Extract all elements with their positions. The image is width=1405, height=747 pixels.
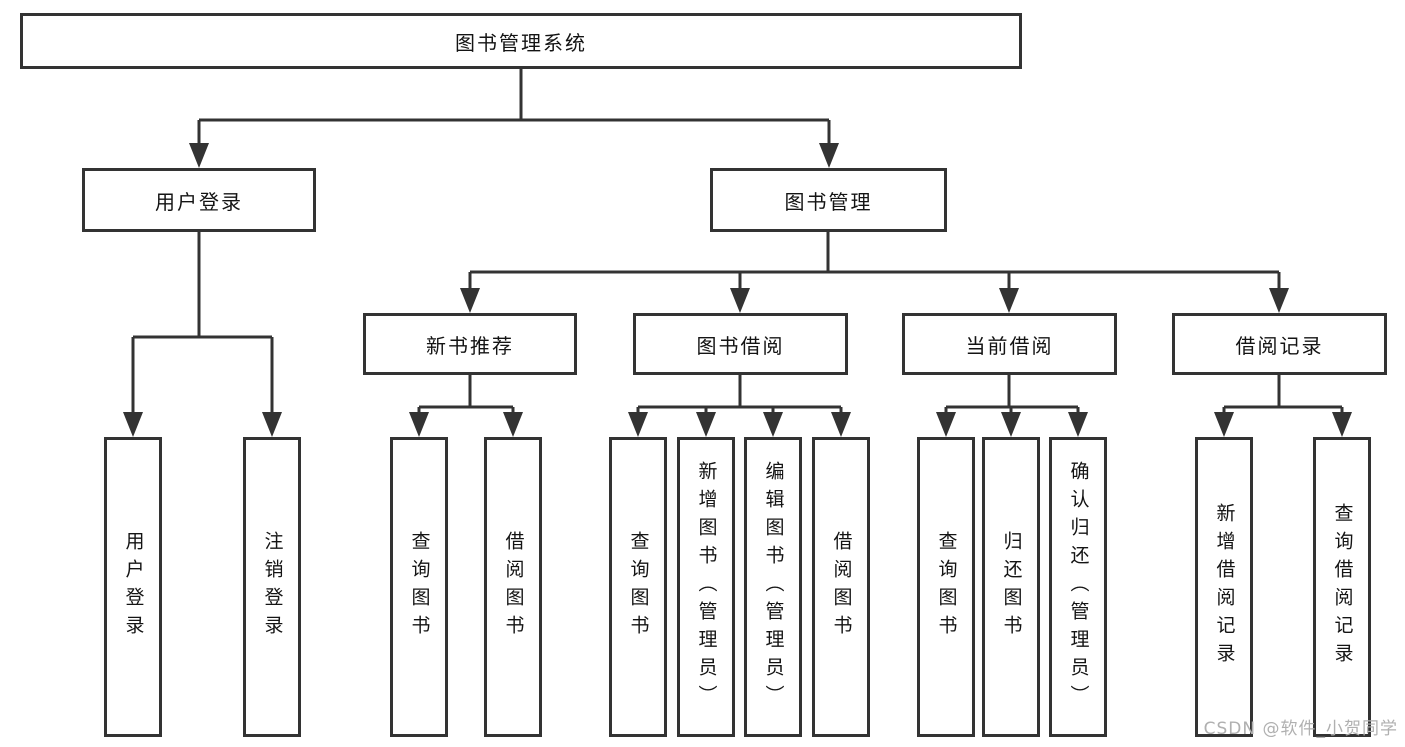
connector-recommend-to-children — [417, 375, 515, 419]
node-label: 注销登录 — [261, 531, 284, 643]
node-new-book-recommend: 新书推荐 — [363, 313, 577, 375]
node-borrowing-records: 借阅记录 — [1172, 313, 1387, 375]
arrow-icon — [628, 412, 648, 437]
connector-root-to-level2 — [197, 69, 831, 150]
arrow-icon — [189, 143, 209, 168]
node-label: 归还图书 — [1000, 531, 1023, 643]
node-label: 图书借阅 — [696, 333, 785, 358]
node-logout: 注销登录 — [243, 437, 301, 737]
arrow-icon — [730, 288, 750, 313]
connector-records-to-children — [1222, 375, 1344, 419]
node-user-login: 用户登录 — [82, 168, 316, 232]
node-label: 新增图书（管理员） — [695, 461, 718, 713]
node-confirm-return-admin: 确认归还（管理员） — [1049, 437, 1107, 737]
node-edit-books-admin: 编辑图书（管理员） — [744, 437, 802, 737]
node-add-borrow-record: 新增借阅记录 — [1195, 437, 1253, 737]
node-label: 用户登录 — [122, 531, 145, 643]
node-label: 图书管理 — [784, 189, 873, 214]
node-label: 查询图书 — [627, 531, 650, 643]
node-query-borrow-record: 查询借阅记录 — [1313, 437, 1371, 737]
node-book-management: 图书管理 — [710, 168, 947, 232]
arrow-icon — [409, 412, 429, 437]
node-label: 借阅图书 — [830, 531, 853, 643]
node-label: 借阅记录 — [1235, 333, 1324, 358]
arrowheads — [123, 143, 1352, 437]
node-book-borrowing: 图书借阅 — [633, 313, 848, 375]
node-label: 查询图书 — [935, 531, 958, 643]
arrow-icon — [936, 412, 956, 437]
node-borrow-books-borrowing: 借阅图书 — [812, 437, 870, 737]
arrow-icon — [763, 412, 783, 437]
connector-book-mgmt-to-level3 — [468, 232, 1281, 293]
node-label: 图书管理系统 — [455, 30, 587, 55]
arrow-icon — [1001, 412, 1021, 437]
node-query-books-recommend: 查询图书 — [390, 437, 448, 737]
node-book-management-system: 图书管理系统 — [20, 13, 1022, 69]
arrow-icon — [1332, 412, 1352, 437]
node-label: 查询图书 — [408, 531, 431, 643]
connector-user-login-to-children — [131, 232, 274, 419]
csdn-watermark: CSDN @软件_小贺同学 — [1203, 719, 1398, 739]
node-add-books-admin: 新增图书（管理员） — [677, 437, 735, 737]
arrow-icon — [262, 412, 282, 437]
node-current-borrowing: 当前借阅 — [902, 313, 1117, 375]
node-user-login-leaf: 用户登录 — [104, 437, 162, 737]
arrow-icon — [819, 143, 839, 168]
node-label: 新增借阅记录 — [1213, 503, 1236, 671]
node-label: 编辑图书（管理员） — [762, 461, 785, 713]
node-return-books: 归还图书 — [982, 437, 1040, 737]
node-label: 查询借阅记录 — [1331, 503, 1354, 671]
arrow-icon — [999, 288, 1019, 313]
connector-borrowing-to-children — [636, 375, 843, 419]
node-label: 借阅图书 — [502, 531, 525, 643]
arrow-icon — [123, 412, 143, 437]
arrow-icon — [460, 288, 480, 313]
node-borrow-books-recommend: 借阅图书 — [484, 437, 542, 737]
node-label: 确认归还（管理员） — [1067, 461, 1090, 713]
node-label: 新书推荐 — [426, 333, 514, 358]
arrow-icon — [1214, 412, 1234, 437]
node-query-books-borrowing: 查询图书 — [609, 437, 667, 737]
arrow-icon — [503, 412, 523, 437]
arrow-icon — [831, 412, 851, 437]
arrow-icon — [1269, 288, 1289, 313]
arrow-icon — [1068, 412, 1088, 437]
node-query-books-current: 查询图书 — [917, 437, 975, 737]
arrow-icon — [696, 412, 716, 437]
node-label: 用户登录 — [155, 189, 243, 214]
node-label: 当前借阅 — [965, 333, 1054, 358]
